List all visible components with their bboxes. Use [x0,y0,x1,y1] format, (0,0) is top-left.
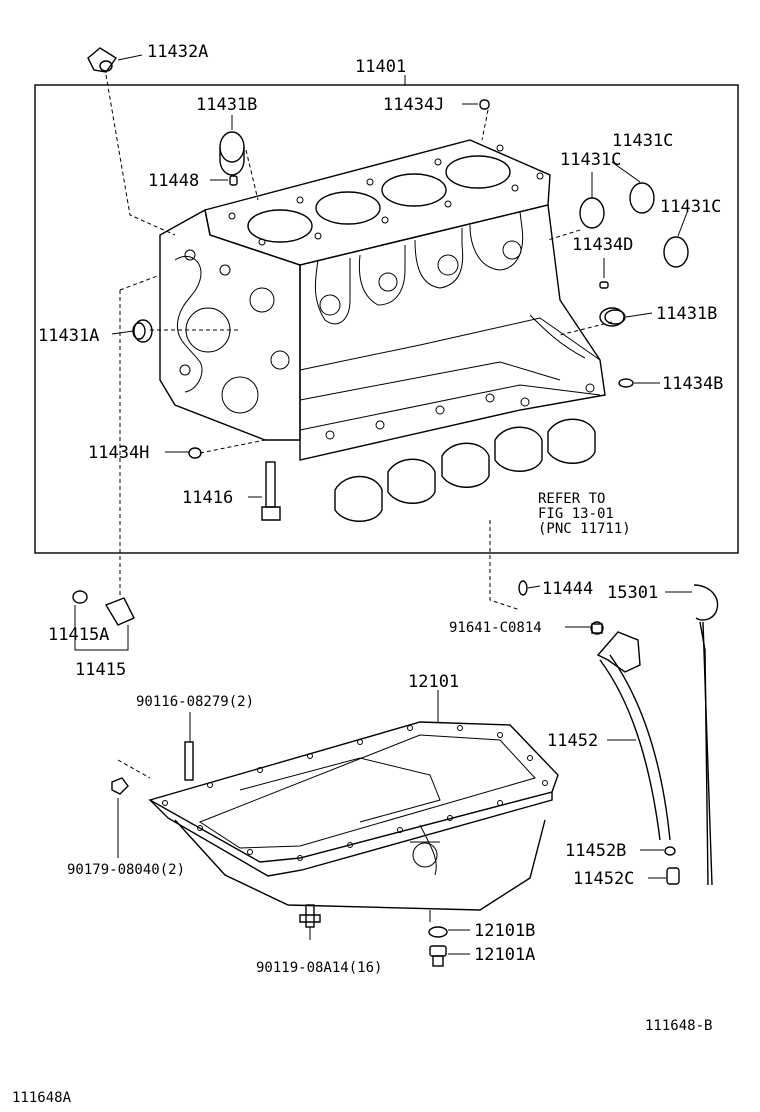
label-11434D: 11434D [572,235,633,255]
plug-12101A-drawing [429,945,447,967]
label-11452B: 11452B [565,841,626,861]
label-91641-C0814: 91641-C0814 [449,620,542,636]
label-12101B: 12101B [474,921,535,941]
label-11434J: 11434J [383,95,444,115]
label-90179-08040: 90179-08040(2) [67,862,185,878]
label-11431B-right: 11431B [656,304,717,324]
label-11432A: 11432A [147,42,208,62]
gasket-12101B-drawing [428,926,448,938]
label-11444: 11444 [542,579,593,599]
seal-11431A-drawing [132,319,153,343]
label-11434B: 11434B [662,374,723,394]
label-12101A: 12101A [474,945,535,965]
label-11415: 11415 [75,660,126,680]
label-11431C-b: 11431C [560,150,621,170]
leader-lines [74,54,692,955]
label-11452: 11452 [547,731,598,751]
figure-ref-left: 111648A [12,1090,72,1106]
union-11415-drawing [72,590,135,626]
label-90116-08279: 90116-08279(2) [136,694,254,710]
o-ring-11444-drawing [518,580,528,596]
label-11416: 11416 [182,488,233,508]
refer-note-line1: REFER TO [538,491,605,507]
label-11448: 11448 [148,171,199,191]
seal-11431B-right-drawing [599,307,626,327]
label-15301: 15301 [607,583,658,603]
refer-note-line2: FIG 13-01 [538,506,614,522]
label-11431C-c: 11431C [660,197,721,217]
block-group-frame [34,84,739,554]
label-11431B-top: 11431B [196,95,257,115]
label-11431C-a: 11431C [612,131,673,151]
bolt-11416-drawing [261,461,281,521]
main-bearings-drawing [334,418,596,522]
bolt-90119-drawing [299,904,321,928]
label-11401: 11401 [355,57,406,77]
figure-ref-right: 111648-B [645,1018,712,1034]
guide-11452-drawing [596,631,680,885]
plug-11431B-drawing [219,131,245,176]
label-11431A: 11431A [38,326,99,346]
bolt-91641-drawing [590,621,604,635]
dashed-guide-lines [105,74,613,779]
stud-90116-drawing [184,741,194,781]
label-90119-08A14: 90119-08A14(16) [256,960,382,976]
dipstick-15301-drawing [693,584,719,886]
label-11434H: 11434H [88,443,149,463]
label-12101: 12101 [408,672,459,692]
label-11452C: 11452C [573,869,634,889]
cylinder-block-drawing [159,139,606,461]
nut-90179-drawing [111,777,129,795]
drain-cock-11432A-drawing [87,47,118,73]
oil-pan-12101-drawing [148,721,559,922]
label-11415A: 11415A [48,625,109,645]
refer-note-line3: (PNC 11711) [538,521,631,537]
